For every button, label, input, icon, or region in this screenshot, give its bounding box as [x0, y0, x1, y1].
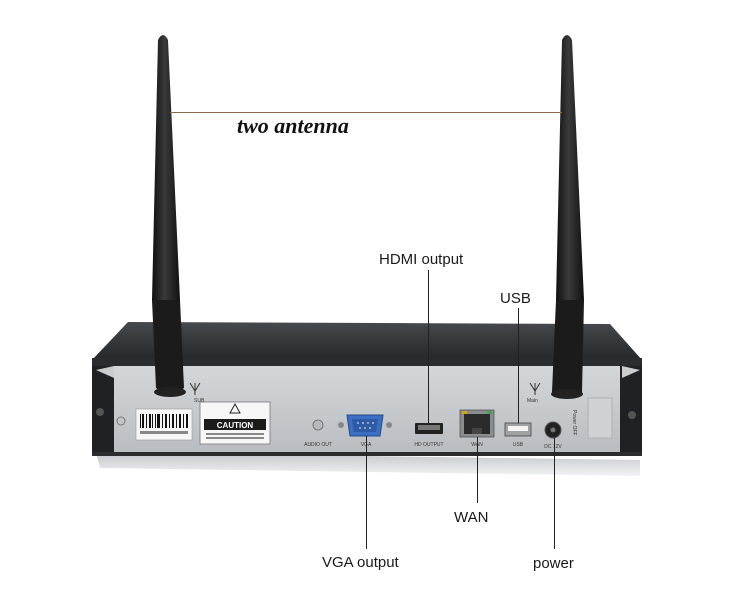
dc-panel-label: DC 12V — [544, 444, 562, 450]
device-base — [96, 452, 640, 476]
serial-sticker — [135, 408, 193, 441]
vga-callout: VGA output — [322, 554, 399, 571]
device-top-lid — [92, 322, 642, 360]
vga-leader-line — [366, 436, 367, 549]
wan-leader-line — [477, 437, 478, 503]
warning-triangle-icon — [229, 402, 241, 414]
right-end-cap — [620, 366, 642, 452]
hdmi-callout: HDMI output — [379, 251, 464, 268]
wan-callout: WAN — [454, 509, 489, 526]
audio-out-port — [312, 419, 324, 431]
antenna-icon — [529, 382, 541, 395]
hdmi-leader-line — [428, 270, 429, 423]
audio-out-label: AUDIO OUT — [304, 442, 332, 448]
antenna-sub-label: SUB — [194, 398, 205, 404]
ground-mark — [116, 416, 126, 426]
left-screw — [96, 408, 104, 416]
power-callout: power — [533, 555, 574, 572]
power-off-label: Power OFF — [571, 410, 577, 436]
antenna-icon — [189, 382, 201, 395]
antenna-title: two antenna — [237, 113, 349, 138]
knockout-plate — [587, 397, 613, 439]
left-end-cap — [92, 366, 114, 452]
right-screw — [628, 411, 636, 419]
left-antenna — [152, 35, 186, 397]
antenna-main-label: Main — [527, 398, 538, 404]
usb-panel-label: USB — [513, 442, 524, 448]
hdmi-panel-label: HD OUTPUT — [414, 442, 443, 448]
usb-callout: USB — [500, 290, 531, 307]
barcode — [140, 414, 188, 428]
usb-leader-line — [518, 308, 519, 423]
antenna-connector-line — [170, 112, 562, 113]
power-leader-line — [554, 438, 555, 549]
right-antenna — [551, 35, 584, 399]
rear-panel — [114, 366, 620, 452]
caution-text: CAUTION — [217, 421, 254, 430]
